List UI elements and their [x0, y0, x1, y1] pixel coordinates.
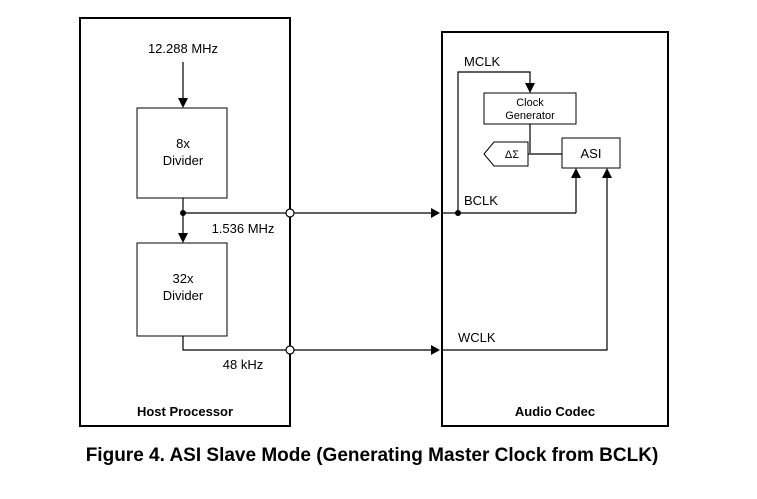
bclk-host-port	[285, 208, 295, 218]
asi-box	[561, 137, 621, 169]
audio-codec-label: Audio Codec	[515, 404, 595, 419]
clock-generator-label-1: Clock	[516, 97, 544, 109]
wclk-label: WCLK	[458, 330, 496, 345]
wclk-codec-wire	[442, 177, 608, 351]
wclk-link-arrow	[431, 345, 440, 355]
divider-8x-label-2: Divider	[163, 153, 204, 168]
input-clock-arrow	[178, 98, 188, 108]
host-processor-block	[79, 17, 291, 427]
mid-frequency-label: 1.536 MHz	[212, 221, 275, 236]
bclk-label: BCLK	[464, 193, 498, 208]
host-processor-label: Host Processor	[137, 404, 233, 419]
divider-32x-label-1: 32x	[173, 271, 194, 286]
mclk-label: MCLK	[464, 54, 500, 69]
divider-link-arrow	[178, 233, 188, 243]
wclk-host-wire	[182, 336, 286, 351]
divider-32x-label-2: Divider	[163, 288, 204, 303]
figure-caption: Figure 4. ASI Slave Mode (Generating Mas…	[86, 445, 659, 466]
audio-codec-block	[441, 31, 669, 427]
wclk-host-port	[285, 345, 295, 355]
bclk-asi-arrow	[571, 168, 581, 178]
bclk-link-arrow	[431, 208, 440, 218]
clock-generator-label-2: Generator	[505, 110, 555, 122]
delta-sigma-label: ΔΣ	[505, 149, 519, 161]
asi-label: ASI	[581, 146, 602, 161]
divider-8x-box	[136, 107, 228, 199]
input-frequency-label: 12.288 MHz	[148, 41, 218, 56]
mclk-wire	[457, 71, 531, 213]
mclk-arrow	[525, 83, 535, 93]
divider-32x-box	[136, 242, 228, 337]
wclk-asi-arrow	[602, 168, 612, 178]
out-frequency-label: 48 kHz	[223, 357, 263, 372]
divider-8x-label-1: 8x	[176, 136, 190, 151]
